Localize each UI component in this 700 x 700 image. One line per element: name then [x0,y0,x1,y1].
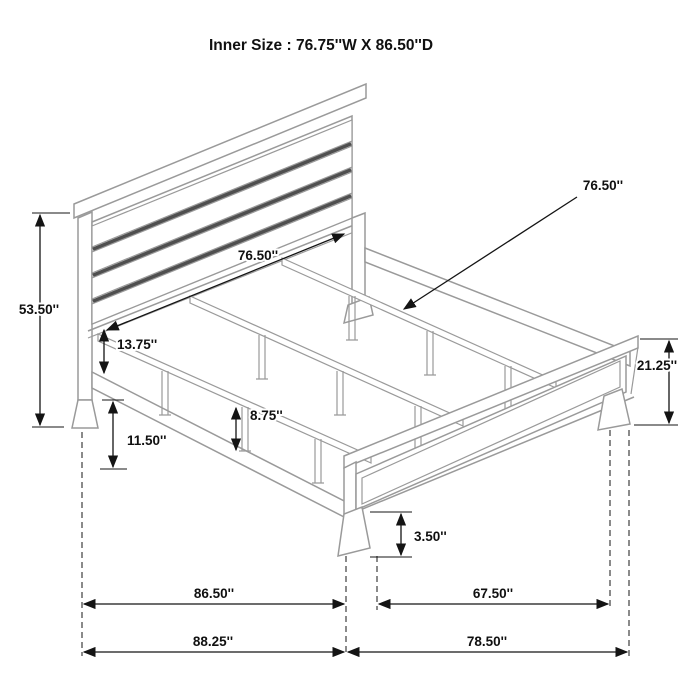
dim-center-rail: 76.50'' [402,176,625,310]
dim-label-rail-floor-clearance: 11.50'' [127,433,166,448]
support-leg [424,331,436,376]
headboard-slat [91,119,353,248]
dim-label-overall-depth: 88.25'' [193,634,233,649]
support-leg [346,296,358,341]
dim-inner-depth: 86.50'' [82,584,346,610]
dim-label-inner-depth: 86.50'' [194,586,234,601]
footboard-left-foot [337,505,371,557]
dim-footboard-height: 21.25'' [634,338,679,426]
dim-rail-floor-clearance: 11.50'' [100,399,168,470]
dim-label-headboard-clearance: 13.75'' [117,337,157,352]
dim-headboard-height: 53.50'' [17,212,70,428]
dim-support-leg-height: 8.75'' [230,406,285,452]
headboard [71,82,374,429]
support-rail-front [97,333,372,464]
dim-label-center-rail: 76.50'' [583,178,623,193]
slat-gap [92,141,352,252]
support-rail-middle [189,295,464,427]
headboard-cap [73,82,367,220]
dim-footboard-inner-width: 67.50'' [377,584,610,610]
page-title: Inner Size : 76.75''W X 86.50''D [209,37,433,54]
dim-overall-depth: 88.25'' [82,632,346,658]
footboard-bottom-rail [347,396,635,516]
footboard-right-foot [597,387,631,431]
support-leg [334,371,346,416]
dim-foot-height: 3.50'' [370,511,449,558]
dim-label-headboard-height: 53.50'' [19,302,59,317]
dim-inner-width-headboard: 76.50'' [105,233,346,331]
extension-lines [81,430,630,656]
footboard-panel-inner [361,360,621,505]
footboard-left-stile [343,460,357,518]
dim-label-foot-height: 3.50'' [414,529,447,544]
headboard-left-foot [71,399,99,429]
dim-overall-width: 78.50'' [346,632,629,658]
dim-label-inner-width-headboard: 76.50'' [238,248,278,263]
headboard-left-post [77,210,93,401]
side-rail-far [364,246,631,368]
dim-label-footboard-inner-width: 67.50'' [473,586,513,601]
dim-label-overall-width: 78.50'' [467,634,507,649]
dim-label-footboard-height: 21.25'' [637,358,677,373]
support-leg [159,371,171,416]
dim-headboard-clearance: 13.75'' [98,328,159,375]
footboard [337,334,639,557]
support-leg [312,439,324,484]
dim-label-support-leg-height: 8.75'' [250,408,283,423]
footboard-right-edge [630,346,639,395]
support-leg [256,335,268,380]
